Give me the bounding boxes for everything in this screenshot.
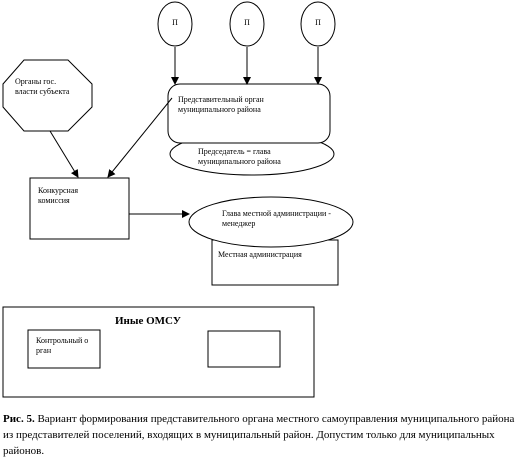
arrow-representative-to-commission <box>107 97 173 178</box>
caption-label: Рис. 5. <box>3 413 35 425</box>
figure-caption: Рис. 5. Вариант формирования представите… <box>3 411 515 459</box>
diagram-canvas <box>2 1 354 398</box>
settlement-circle-2-label: П <box>244 18 250 27</box>
state-authorities-octagon <box>2 59 93 132</box>
settlement-circle-3 <box>300 1 336 47</box>
chairman-label: Председатель = глава муниципального райо… <box>198 147 281 166</box>
representative-body-label: Представительный орган муниципального ра… <box>178 95 264 114</box>
head-of-administration-ellipse <box>188 196 354 248</box>
settlement-circle-3-label: П <box>315 18 321 27</box>
local-administration-box <box>211 239 339 286</box>
competition-commission-box <box>29 177 130 240</box>
settlement-circle-2 <box>229 1 265 47</box>
control-body-box <box>27 329 101 369</box>
control-body-label: Контрольный орган <box>36 336 89 355</box>
competition-commission-label: Конкурсная комиссия <box>38 186 79 205</box>
head-of-administration-label: Глава местной администрации - менеджер <box>222 209 331 228</box>
settlement-circle-1-label: П <box>172 18 178 27</box>
settlement-circle-1 <box>157 1 193 47</box>
empty-box <box>207 330 281 368</box>
arrow-octagon-to-commission <box>49 130 79 178</box>
other-omsu-label: Иные ОМСУ <box>115 315 181 327</box>
state-authorities-label: Органы гос. власти субъекта <box>15 77 70 96</box>
local-administration-label: Местная администрация <box>218 250 302 259</box>
caption-text: Вариант формирования представительного о… <box>3 413 515 457</box>
